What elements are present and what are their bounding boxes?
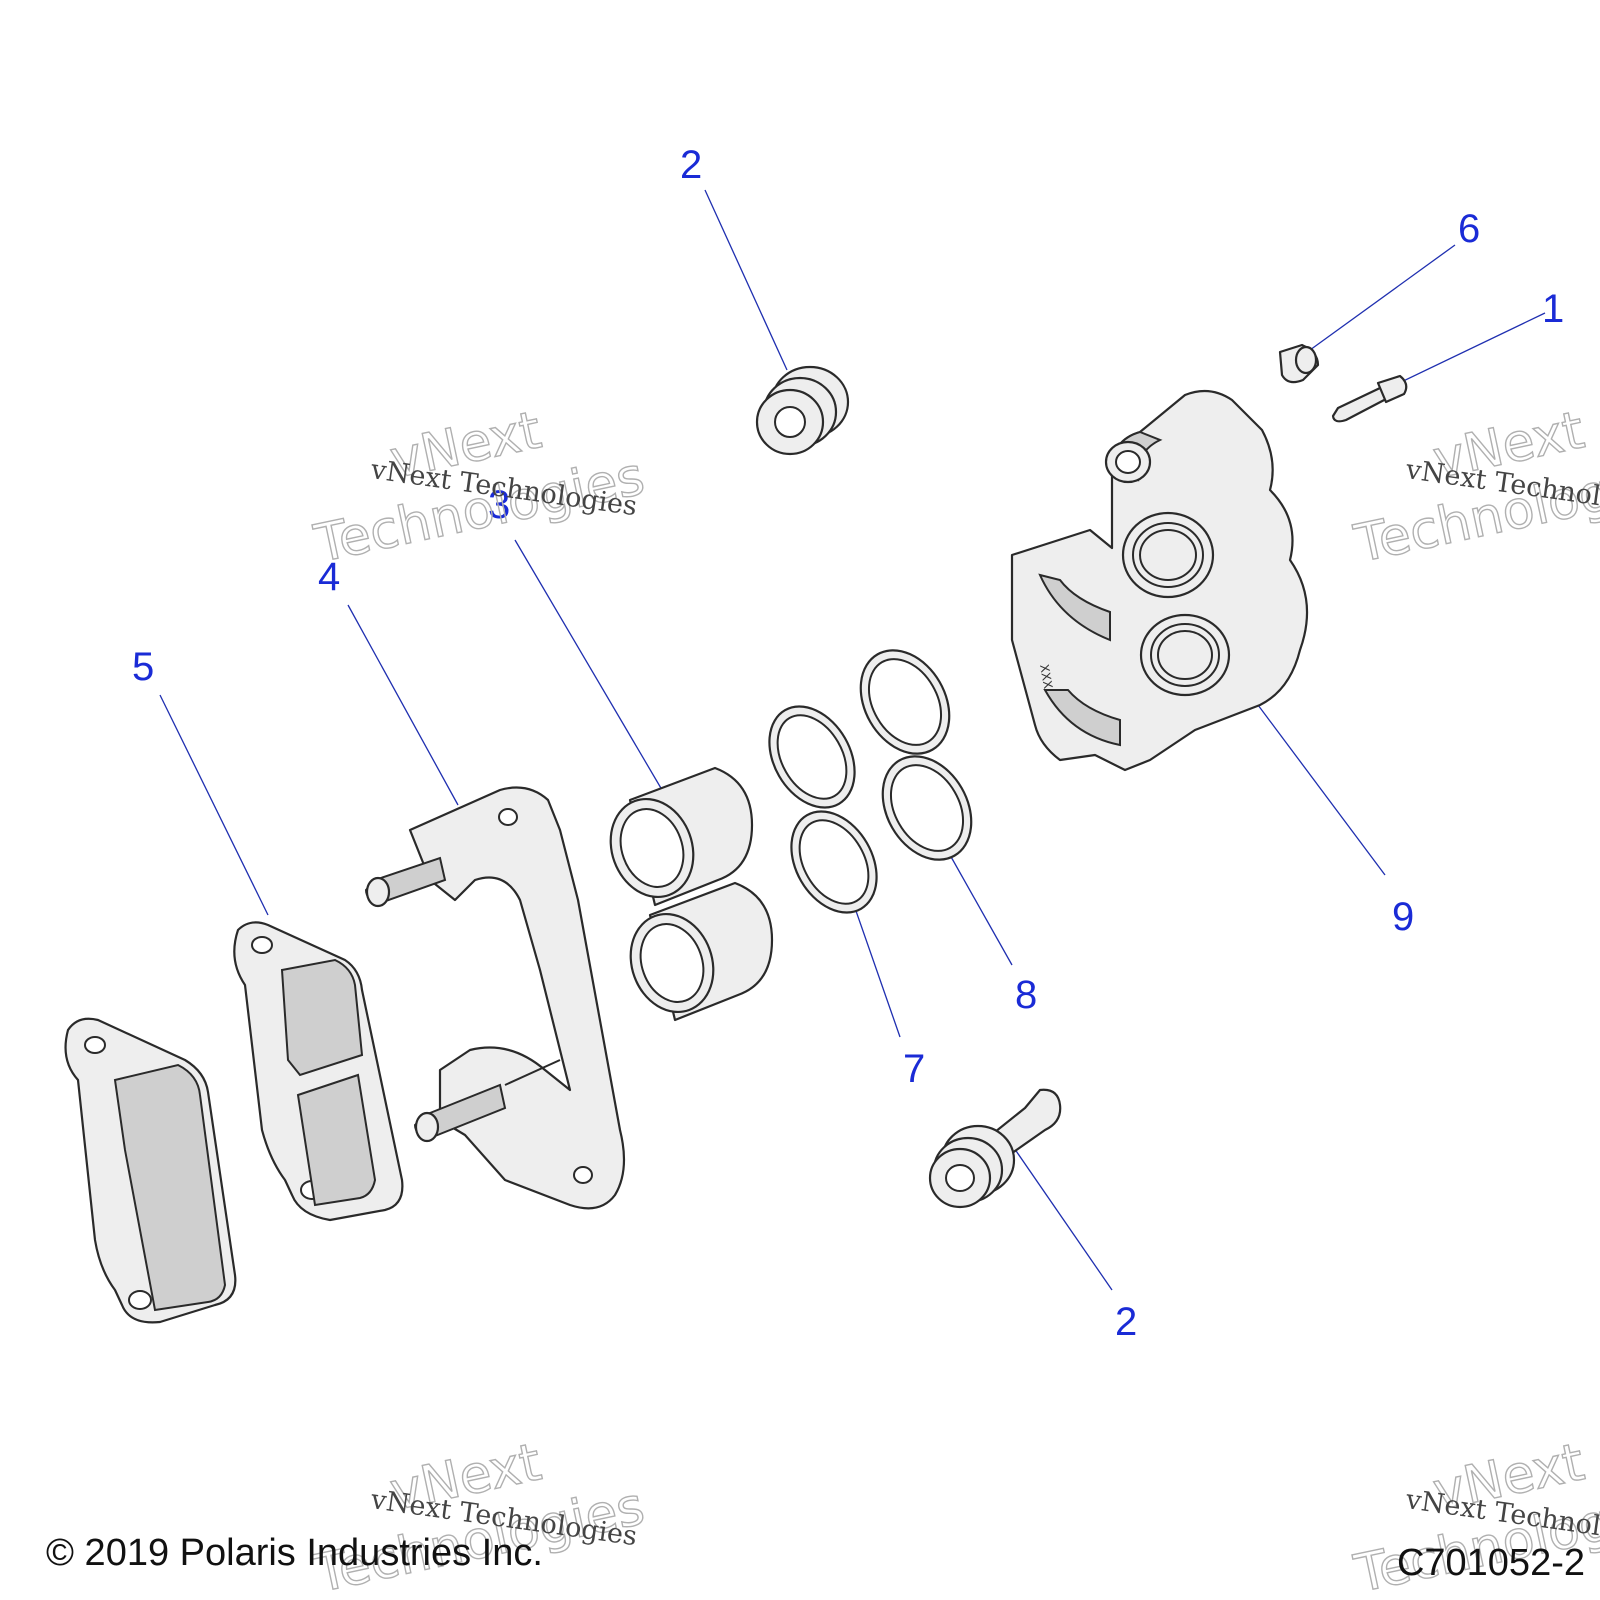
slide-pin-bottom bbox=[928, 1088, 1062, 1209]
watermark-top-right: vNext Technologies vNext Technologies bbox=[1349, 400, 1600, 576]
leader-lines bbox=[159, 189, 1546, 1291]
callout-7: 7 bbox=[903, 1047, 925, 1091]
seal-rings-7 bbox=[768, 705, 878, 914]
callout-5: 5 bbox=[132, 645, 154, 689]
bleeder-screw bbox=[1331, 374, 1408, 423]
callout-4: 4 bbox=[318, 555, 340, 599]
callout-1: 1 bbox=[1542, 287, 1564, 331]
watermark-top-left: vNext Technologies vNext Technologies bbox=[309, 400, 651, 576]
callout-8: 8 bbox=[1015, 973, 1037, 1017]
callout-2-bottom: 2 bbox=[1115, 1300, 1137, 1344]
callout-6: 6 bbox=[1458, 207, 1480, 251]
callout-labels: 2 6 1 3 4 5 9 8 7 2 bbox=[132, 143, 1564, 1344]
callout-9: 9 bbox=[1392, 895, 1414, 939]
diagram-code: C701052-2 bbox=[1397, 1542, 1585, 1584]
watermark-bottom-left: vNext Technologies vNext Technologies bbox=[309, 1432, 651, 1600]
callout-3: 3 bbox=[488, 483, 510, 527]
brake-pad-front bbox=[64, 1017, 237, 1324]
caliper-body: XXX bbox=[1010, 389, 1309, 772]
pistons bbox=[609, 766, 774, 1022]
callout-2-top: 2 bbox=[680, 143, 702, 187]
seal-rings-8 bbox=[859, 649, 973, 861]
bleeder-cap bbox=[1278, 343, 1320, 384]
part-marking: XXX bbox=[1037, 663, 1055, 690]
boot-top bbox=[755, 365, 850, 456]
caliper-bracket bbox=[364, 786, 626, 1210]
copyright-text: © 2019 Polaris Industries Inc. bbox=[46, 1532, 543, 1574]
brake-pad-rear bbox=[233, 921, 404, 1222]
